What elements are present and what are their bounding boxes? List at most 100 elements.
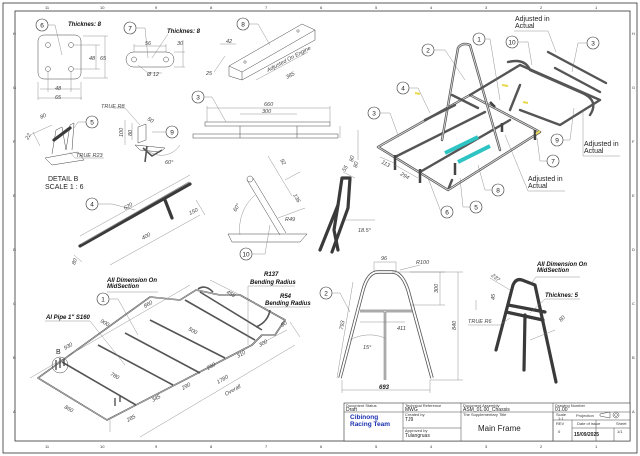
- dimension-note: All Dimension On MidSection: [107, 278, 158, 291]
- detail-b-ref: B: [56, 349, 61, 356]
- inner-border: [14, 10, 631, 442]
- dimension: 400: [141, 231, 153, 241]
- column-label: 6: [320, 5, 323, 10]
- dimension: 42: [226, 39, 232, 45]
- dimension-note: All Dimension On MidSection: [537, 262, 588, 275]
- row-label: D: [13, 247, 16, 252]
- balloon-4: 4: [396, 81, 410, 95]
- svg-text:3: 3: [196, 95, 200, 102]
- svg-text:5: 5: [90, 120, 94, 127]
- balloon-2: 2: [421, 43, 435, 57]
- column-label: 5: [375, 5, 378, 10]
- true-radius-note: TRUE R6: [468, 319, 492, 325]
- column-label: 8: [210, 444, 213, 449]
- svg-text:1: 1: [101, 297, 105, 304]
- dimension: 411: [397, 326, 406, 332]
- svg-text:10: 10: [242, 252, 250, 259]
- projection-symbol-icon: [599, 411, 620, 419]
- part-3-bar-view: 3 660 300 80: [191, 90, 356, 162]
- sheet-label: Sheet: [616, 421, 627, 426]
- drawing-number-label: Drawing Number: [555, 403, 586, 408]
- dimension: 285: [125, 413, 138, 424]
- balloon-8: 8: [236, 17, 250, 31]
- dimension: 92: [278, 158, 286, 166]
- part-6-plate-view: 6 Thicknes: 8 48 65 48 65: [35, 18, 108, 101]
- row-label: E: [13, 193, 16, 198]
- dimension: 300: [258, 338, 270, 348]
- row-label: E: [632, 193, 635, 198]
- dimension: 860: [63, 405, 75, 415]
- row-label: H: [632, 31, 635, 36]
- svg-text:4: 4: [401, 86, 405, 93]
- dimension: 18.5°: [358, 228, 372, 234]
- dimension: 300: [262, 109, 272, 115]
- dimension: 840: [452, 320, 458, 330]
- dimension: 1780: [216, 374, 230, 386]
- row-label: A: [13, 409, 16, 414]
- status-value: Draft: [346, 407, 357, 413]
- dimension: 693: [379, 385, 390, 391]
- adjusted-note: Adjusted On Engine: [265, 45, 312, 74]
- date-value: 15/09/2025: [574, 432, 599, 438]
- balloon-9: 9: [165, 125, 179, 139]
- svg-text:7: 7: [128, 26, 132, 33]
- column-label: 1: [595, 444, 598, 449]
- svg-text:6: 6: [445, 210, 449, 217]
- svg-text:3: 3: [372, 111, 376, 118]
- sheet-value: 1/1: [617, 429, 623, 434]
- date-label: Date of issue: [577, 421, 601, 426]
- svg-text:2: 2: [324, 291, 328, 298]
- column-label: 5: [375, 444, 378, 449]
- dimension: R49: [285, 217, 295, 223]
- part-9-bracket-view: 9 TRUE R8 50 100 80 60°: [101, 104, 181, 166]
- highlighted-member: [457, 144, 491, 164]
- detail-b-scale: SCALE 1 : 6: [45, 184, 84, 191]
- column-label: 3: [485, 444, 488, 449]
- scale-label: Scale: [556, 412, 567, 417]
- drawing-title: Main Frame: [478, 424, 521, 433]
- part-5-bracket-view: 5 80 22 TRUE R23: [24, 112, 104, 166]
- svg-text:8: 8: [241, 22, 245, 29]
- column-label: 6: [320, 444, 323, 449]
- balloon-7: 7: [546, 154, 560, 168]
- highlighted-member: [444, 135, 479, 155]
- column-label: 7: [265, 444, 268, 449]
- svg-text:4: 4: [90, 202, 94, 209]
- detail-b-title: DETAIL B: [48, 176, 79, 183]
- svg-text:5: 5: [474, 205, 478, 212]
- row-ruler-left: H G F E D C B A: [13, 31, 16, 414]
- projection-label: Projection: [576, 413, 594, 418]
- column-label: 7: [265, 5, 268, 10]
- bend-radius-note: Bending Radius: [265, 301, 311, 307]
- column-label: 1: [595, 5, 598, 10]
- techref-label: Technical Reference: [405, 403, 442, 408]
- dimension: 65: [55, 95, 62, 101]
- dimension: 60°: [165, 160, 174, 166]
- row-label: G: [632, 85, 635, 90]
- dimension: 22: [24, 133, 33, 142]
- row-label: A: [632, 409, 635, 414]
- balloon-3: 3: [586, 36, 600, 50]
- dimension: 80: [349, 154, 356, 162]
- assembly-value: ASM_01.00_Chassis: [463, 407, 510, 413]
- status-label: Document Status: [346, 403, 377, 408]
- dimension: 250: [205, 361, 218, 372]
- dimension: 620: [123, 201, 135, 211]
- dimension: 500: [187, 327, 199, 337]
- column-label: 4: [430, 444, 433, 449]
- column-label: 11: [45, 444, 50, 449]
- bend-radius-label: R137: [264, 272, 279, 278]
- dimension: 80: [128, 129, 134, 136]
- row-label: F: [13, 139, 16, 144]
- company-name: Cibinong Racing Team: [350, 414, 390, 429]
- adjusted-note: Adjusted in Actual: [528, 176, 563, 191]
- balloon-5: 5: [469, 200, 483, 214]
- assembly-label: Document Assembly: [463, 403, 499, 408]
- dimension: 860: [143, 299, 155, 309]
- column-label: 2: [540, 444, 543, 449]
- balloon-1: 1: [96, 292, 110, 306]
- dimension: TRUE R23: [76, 153, 104, 159]
- dimension: 136: [291, 193, 301, 205]
